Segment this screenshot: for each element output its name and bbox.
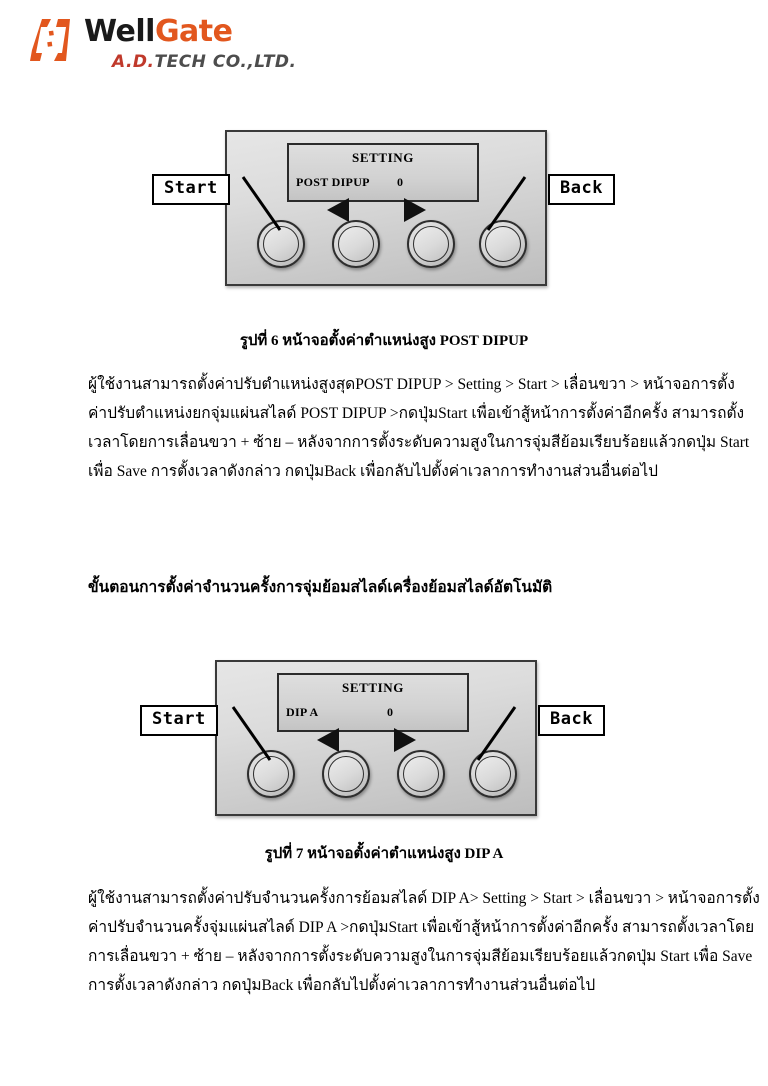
lcd-parameter-value: 0 [387,705,393,719]
arrow-right-icon [394,728,416,752]
start-button[interactable] [247,750,295,798]
logo-word-gate: Gate [154,14,233,49]
logo-sub-ad: A.D. [112,52,155,72]
logo-word-well: Well [84,14,155,49]
callout-start-label-2: Start [140,705,218,736]
back-button[interactable] [469,750,517,798]
lcd-display: SETTING POST DIPUP 0 [287,143,479,202]
paragraph-2: ผู้ใช้งานสามารถตั้งค่าปรับจำนวนครั้งการย… [88,884,760,1000]
callout-leader-lines-2 [231,706,517,761]
left-button[interactable] [332,220,380,268]
start-button[interactable] [257,220,305,268]
callout-leader-lines-1 [241,176,527,231]
device-panel-figure-2: SETTING DIP A 0 [0,660,758,830]
company-logo: WellGate A.D.TECH CO.,LTD. [28,14,328,94]
lcd-title: SETTING [341,680,404,695]
lcd-title: SETTING [351,150,414,165]
right-button[interactable] [407,220,455,268]
lcd-parameter-label: DIP A [286,705,319,719]
logo-subtitle: A.D.TECH CO.,LTD. [112,52,297,72]
logo-sub-tech: TECH CO.,LTD. [154,52,297,72]
arrow-right-icon [404,198,426,222]
paragraph-2-line-3: การเลื่อนขวา + ซ้าย – หลังจากการตั้งระดั… [88,948,753,965]
lcd-parameter-value: 0 [397,175,403,189]
callout-back-label-2: Back [538,705,605,736]
paragraph-1-line-2: ค่าปรับตำแหน่งยกจุ่มแผ่นสไลด์ POST DIPUP… [88,405,745,422]
lcd-parameter-label: POST DIPUP [296,175,370,189]
bracket-logo-icon [30,19,70,61]
section-heading: ขั้นตอนการตั้งค่าจำนวนครั้งการจุ่มย้อมสไ… [88,579,553,596]
logo-wordmark: WellGate [84,14,233,49]
right-button[interactable] [397,750,445,798]
arrow-left-icon [327,198,349,222]
paragraph-1-line-4: เพื่อ Save การตั้งเวลาดังกล่าว กดปุ่มBac… [88,463,658,480]
arrow-left-icon [317,728,339,752]
controller-device: SETTING DIP A 0 [215,660,537,816]
figure-2-caption: รูปที่ 7 หน้าจอตั้งค่าตำแหน่งสูง DIP A [264,846,504,862]
back-button[interactable] [479,220,527,268]
paragraph-1: ผู้ใช้งานสามารถตั้งค่าปรับตำแหน่งสูงสุดP… [88,370,750,486]
figure-1-caption: รูปที่ 6 หน้าจอตั้งค่าตำแหน่งสูง POST DI… [239,333,529,349]
paragraph-2-line-1: ผู้ใช้งานสามารถตั้งค่าปรับจำนวนครั้งการย… [88,890,760,907]
paragraph-2-line-4: การตั้งเวลาดังกล่าว กดปุ่มBack เพื่อกลับ… [88,977,596,994]
paragraph-1-line-1: ผู้ใช้งานสามารถตั้งค่าปรับตำแหน่งสูงสุดP… [88,376,735,393]
paragraph-2-line-2: ค่าปรับจำนวนครั้งจุ่มแผ่นสไลด์ DIP A >กด… [88,919,755,936]
lcd-display: SETTING DIP A 0 [277,673,469,732]
left-button[interactable] [322,750,370,798]
paragraph-1-line-3: เวลาโดยการเลื่อนขวา + ซ้าย – หลังจากการต… [88,434,750,451]
callout-start-label-1: Start [152,174,230,205]
callout-back-label-1: Back [548,174,615,205]
controller-device: SETTING POST DIPUP 0 [225,130,547,286]
device-panel-figure-1: SETTING POST DIPUP 0 [0,130,768,300]
